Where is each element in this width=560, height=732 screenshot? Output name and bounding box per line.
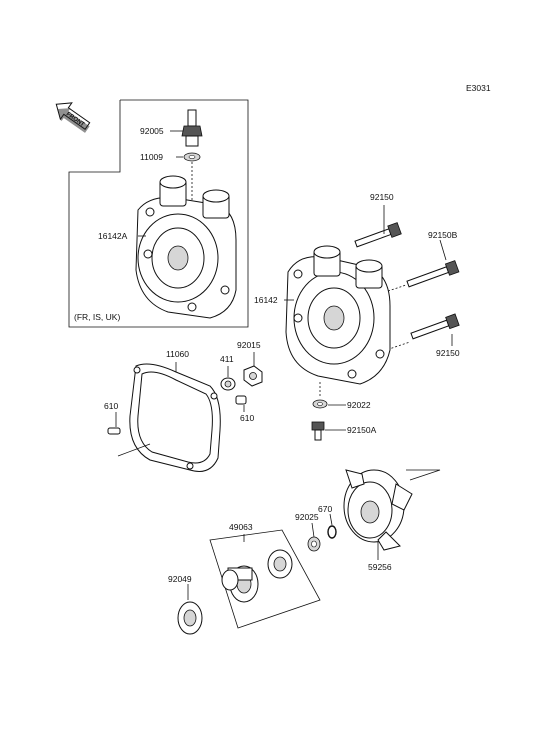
- label-11009: 11009: [140, 152, 163, 162]
- label-92150-top: 92150: [370, 192, 394, 202]
- label-92049: 92049: [168, 574, 192, 584]
- label-92005: 92005: [140, 126, 164, 136]
- nut-92015: [243, 365, 263, 387]
- label-670: 670: [318, 504, 332, 514]
- washer-11009: [183, 152, 201, 162]
- fitting-92005: [181, 109, 203, 147]
- gasket-11060: [129, 363, 221, 472]
- front-arrow-icon: FRONT: [55, 102, 91, 133]
- label-92150-right: 92150: [436, 348, 460, 358]
- dowel-pin-610-right: [235, 395, 247, 405]
- mechanical-seal: [221, 565, 259, 603]
- washer-92022: [312, 399, 328, 409]
- label-16142: 16142: [254, 295, 278, 305]
- bolt-92150-top: [354, 222, 402, 248]
- label-11060: 11060: [166, 349, 189, 359]
- impeller-59256: [343, 469, 413, 551]
- label-411: 411: [220, 354, 234, 364]
- o-ring-670: [327, 525, 337, 539]
- seal-kit-49063-box: [209, 529, 321, 629]
- washer-411: [220, 377, 236, 391]
- pump-cover-16142A: [135, 175, 237, 319]
- variant-note: (FR, IS, UK): [74, 312, 120, 322]
- variant-box: (FR, IS, UK): [68, 99, 249, 328]
- label-92150B: 92150B: [428, 230, 458, 240]
- label-92022: 92022: [347, 400, 371, 410]
- washer-92025: [307, 536, 321, 552]
- pump-cover-16142: [285, 245, 391, 385]
- label-92150A: 92150A: [347, 425, 377, 435]
- oil-seal: [267, 549, 293, 579]
- label-16142A: 16142A: [98, 231, 128, 241]
- label-92015: 92015: [237, 340, 261, 350]
- label-49063: 49063: [229, 522, 253, 532]
- label-92025: 92025: [295, 512, 319, 522]
- label-610-right: 610: [240, 413, 254, 423]
- bolt-92150B: [406, 260, 460, 288]
- label-610-left: 610: [104, 401, 118, 411]
- label-59256: 59256: [368, 562, 392, 572]
- bolt-92150-right: [410, 313, 460, 340]
- dowel-pin-610-left: [107, 427, 121, 435]
- oil-seal-92049: [177, 601, 203, 635]
- bolt-92150A: [311, 421, 325, 441]
- diagram-code: E3031: [466, 83, 491, 93]
